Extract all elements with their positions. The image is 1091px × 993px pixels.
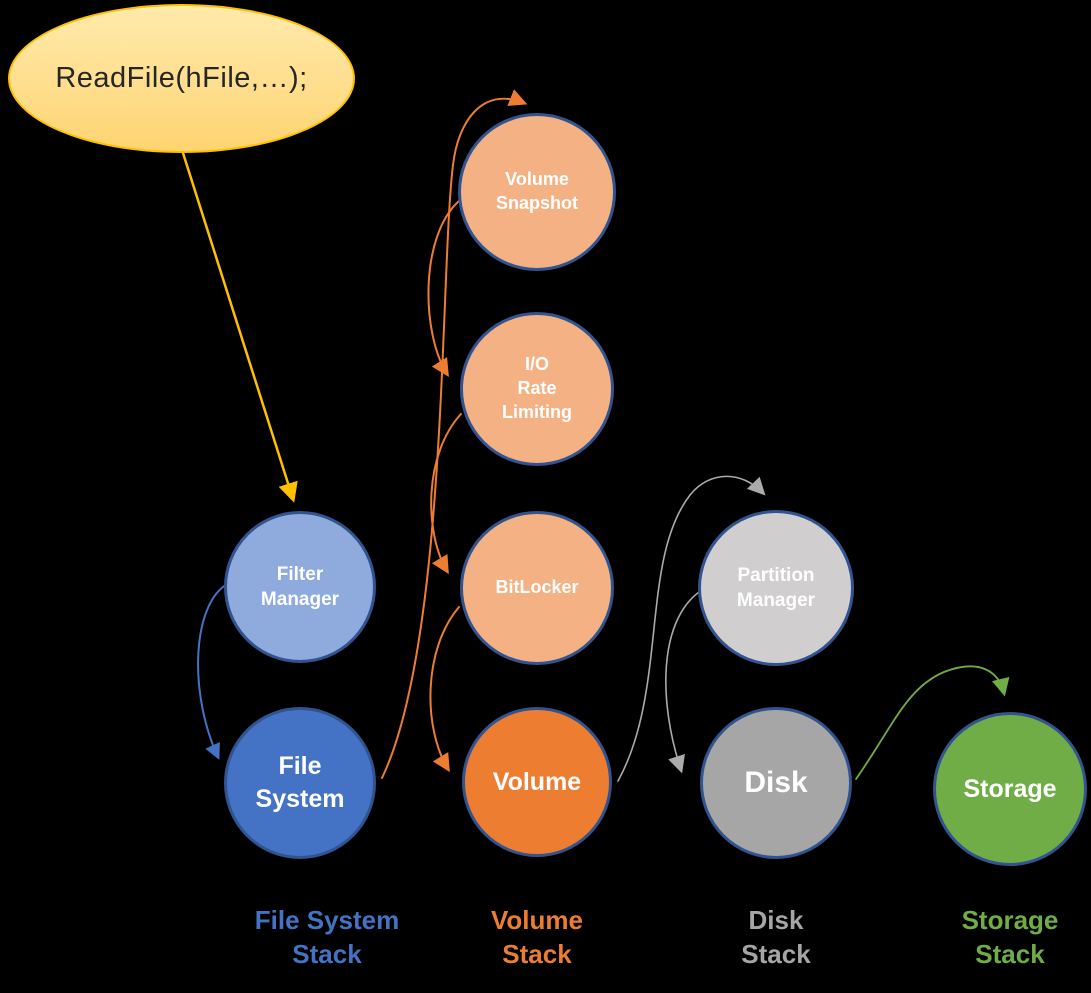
arrow-readfile-to-filter-manager	[181, 151, 298, 503]
node-disk: Disk	[700, 707, 852, 859]
node-label-line: File	[278, 752, 322, 780]
readfile-label: ReadFile(hFile,…);	[55, 62, 308, 94]
node-volume: Volume	[462, 707, 612, 857]
node-bitlocker: BitLocker	[460, 511, 614, 665]
stack-label-storage: Storage Stack	[900, 903, 1091, 971]
node-label-line: Snapshot	[495, 193, 578, 213]
stack-label-line: Volume	[491, 905, 583, 935]
arrow-disk-to-storage	[855, 665, 1010, 780]
arrow-file-system-to-volume-snapshot	[381, 89, 528, 779]
node-label-line: Manager	[736, 590, 816, 611]
node-label-line: Filter	[276, 563, 324, 585]
node-io-rate-limiting: I/O Rate Limiting	[460, 312, 614, 466]
arrow-bitlocker-to-volume	[429, 606, 460, 773]
stack-label-disk: Disk Stack	[666, 903, 886, 971]
arrow-partition-manager-to-disk	[665, 591, 700, 774]
stack-label-line: Stack	[502, 939, 572, 969]
arrow-io-rate-limiting-to-bitlocker	[430, 413, 462, 575]
node-label-line: BitLocker	[495, 577, 579, 598]
node-label-line: I/O	[524, 354, 549, 375]
arrow-volume-to-partition-manager	[617, 475, 766, 782]
node-label-line: Manager	[260, 589, 340, 610]
node-label-line: System	[255, 785, 345, 813]
node-label-line: Volume	[505, 169, 569, 190]
node-partition-manager: Partition Manager	[698, 510, 854, 666]
node-label-line: Volume	[492, 767, 582, 796]
node-storage: Storage	[933, 712, 1087, 866]
arrow-filter-manager-to-file-system	[197, 582, 230, 760]
stack-label-file-system: File System Stack	[217, 903, 437, 971]
arrow-volume-snapshot-to-io-rate-limiting	[427, 200, 460, 378]
node-label-line: Storage	[963, 774, 1057, 803]
node-file-system: File System	[224, 707, 376, 859]
node-label-line: Disk	[744, 766, 808, 800]
node-filter-manager: Filter Manager	[224, 511, 376, 663]
stack-label-line: Stack	[975, 939, 1045, 969]
node-volume-snapshot: Volume Snapshot	[458, 113, 616, 271]
node-label-line: Limiting	[502, 401, 572, 422]
stack-label-line: Stack	[741, 939, 811, 969]
stack-label-line: Storage	[961, 905, 1059, 935]
stack-label-volume: Volume Stack	[427, 903, 647, 971]
stack-label-line: Stack	[292, 939, 362, 969]
stack-label-line: Disk	[748, 905, 804, 935]
node-label-line: Rate	[517, 378, 557, 399]
node-label-line: Partition	[737, 564, 815, 586]
node-readfile-call: ReadFile(hFile,…);	[8, 4, 355, 153]
stack-label-line: File System	[254, 905, 400, 935]
